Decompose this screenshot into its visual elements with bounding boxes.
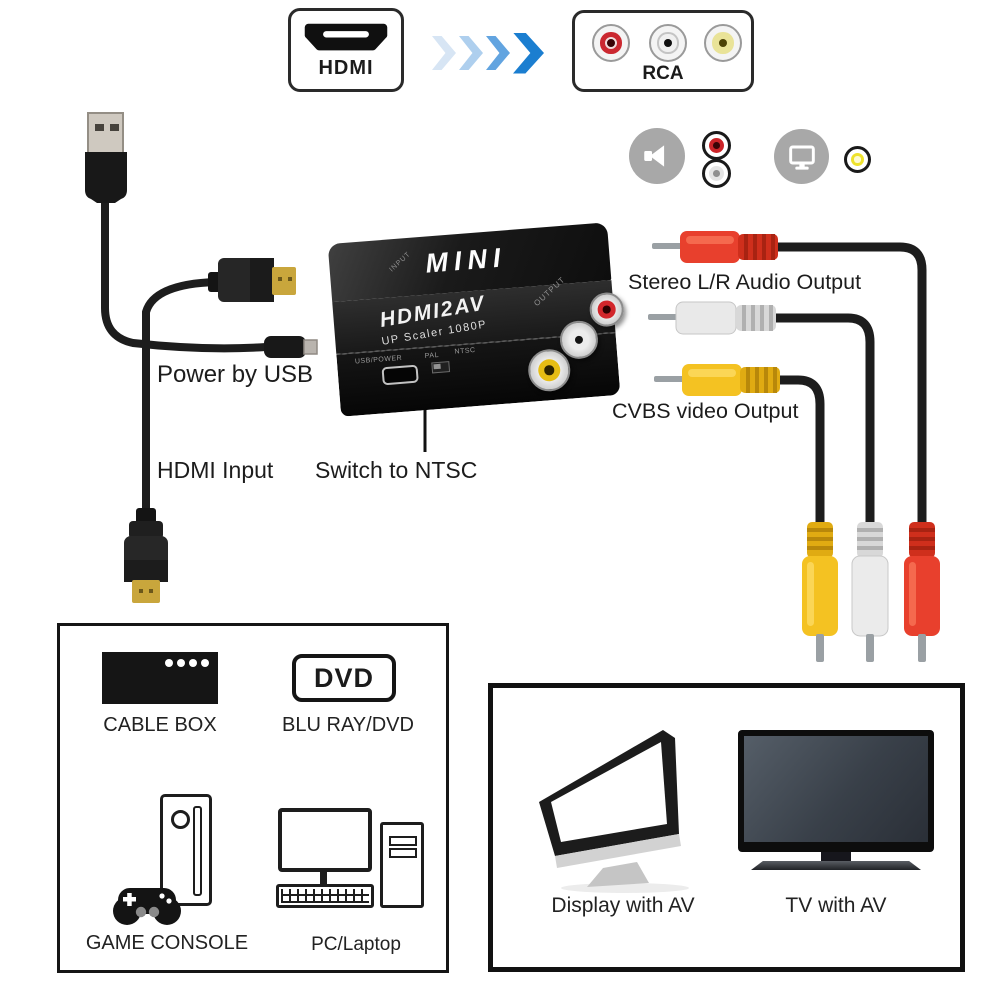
game-console-icon [160, 794, 212, 906]
console-power-button [171, 810, 190, 829]
tv-icon [738, 730, 934, 852]
chevron-3-icon [486, 36, 510, 70]
rca-plug-white-down [851, 522, 889, 662]
pc-monitor-icon [278, 808, 372, 872]
display-with-av-label: Display with AV [551, 894, 695, 917]
mini-usb-port[interactable] [381, 364, 419, 386]
chevron-4-icon [513, 32, 544, 74]
white-cable [771, 313, 875, 529]
speaker-glyph [644, 145, 665, 167]
cable-box-icon [102, 652, 218, 704]
switch-to-ntsc-label: Switch to NTSC [315, 457, 478, 483]
ntsc-marking: NTSC [454, 346, 476, 356]
dvd-logo-text: DVD [313, 662, 374, 693]
dvd-logo-icon: DVD [292, 654, 396, 702]
game-console-label: GAME CONSOLE [85, 932, 249, 954]
cable-box-leds [165, 659, 209, 667]
brand-marking: MINI [424, 242, 508, 279]
rca-plug-yellow-left [654, 364, 780, 396]
pc-laptop-label: PC/Laptop [311, 934, 401, 955]
display-icon [774, 129, 829, 184]
input-marking: INPUT [388, 250, 413, 274]
pc-monitor-stand [320, 872, 327, 884]
hdmi-plug-icon [304, 23, 388, 50]
output-devices-panel: Display with AV TV with AV [488, 683, 965, 972]
imac-display-icon [539, 730, 689, 893]
mini-usb-plug [264, 336, 318, 358]
hdmi-cable [142, 278, 220, 518]
conversion-arrow-icon [432, 31, 544, 75]
cvbs-output-label: CVBS video Output [612, 399, 799, 423]
yellow-cable [775, 375, 825, 529]
hdmi-source-badge: HDMI [288, 8, 404, 92]
chevron-1-icon [432, 36, 456, 70]
rca-plug-yellow-down [802, 522, 838, 662]
pc-keyboard-icon [276, 884, 374, 908]
tv-stand [751, 861, 921, 870]
usb-power-marking: USB/POWER [354, 354, 403, 366]
rca-plug-red-down [904, 522, 940, 662]
stereo-output-label: Stereo L/R Audio Output [628, 270, 862, 294]
console-disc-slot [193, 806, 202, 896]
tv-with-av-label: TV with AV [785, 894, 887, 917]
hdmi-plug-near [208, 258, 296, 302]
legend-rca-yellow-icon [844, 146, 871, 173]
hdmi-label: HDMI [318, 56, 374, 79]
rca-white-jack-icon [649, 24, 687, 62]
hdmi-input-label: HDMI Input [157, 457, 274, 483]
rca-plug-white-left [648, 301, 776, 335]
blu-ray-label: BLU RAY/DVD [282, 714, 414, 736]
rca-yellow-jack-icon [704, 24, 742, 62]
display-glyph [788, 145, 815, 170]
power-by-usb-label: Power by USB [157, 361, 314, 388]
pal-ntsc-switch[interactable] [431, 361, 451, 374]
hdmi2av-converter: INPUT MINI OUTPUT HDMI2AV UP Scaler 1080… [327, 222, 625, 417]
cable-box-label: CABLE BOX [103, 714, 217, 736]
chevron-2-icon [459, 36, 483, 70]
speaker-icon [629, 128, 685, 184]
red-cable [773, 242, 927, 529]
hdmi-plug-input-end [124, 508, 168, 603]
sources-panel: CABLE BOX DVD BLU RAY/DVD GAME CONSOLE P… [57, 623, 449, 973]
legend-rca-red-icon [702, 131, 731, 160]
usb-a-connector [85, 112, 127, 203]
pc-tower-icon [380, 822, 424, 908]
rca-red-jack-icon [592, 24, 630, 62]
rca-label: RCA [642, 63, 684, 84]
tv-neck [821, 852, 851, 861]
gamepad-icon [113, 888, 181, 925]
pal-marking: PAL [424, 351, 440, 360]
legend-rca-white-icon [702, 159, 731, 188]
usb-cable [101, 196, 270, 353]
rca-target-badge: RCA [572, 10, 754, 92]
rca-plug-red-left [652, 231, 778, 263]
